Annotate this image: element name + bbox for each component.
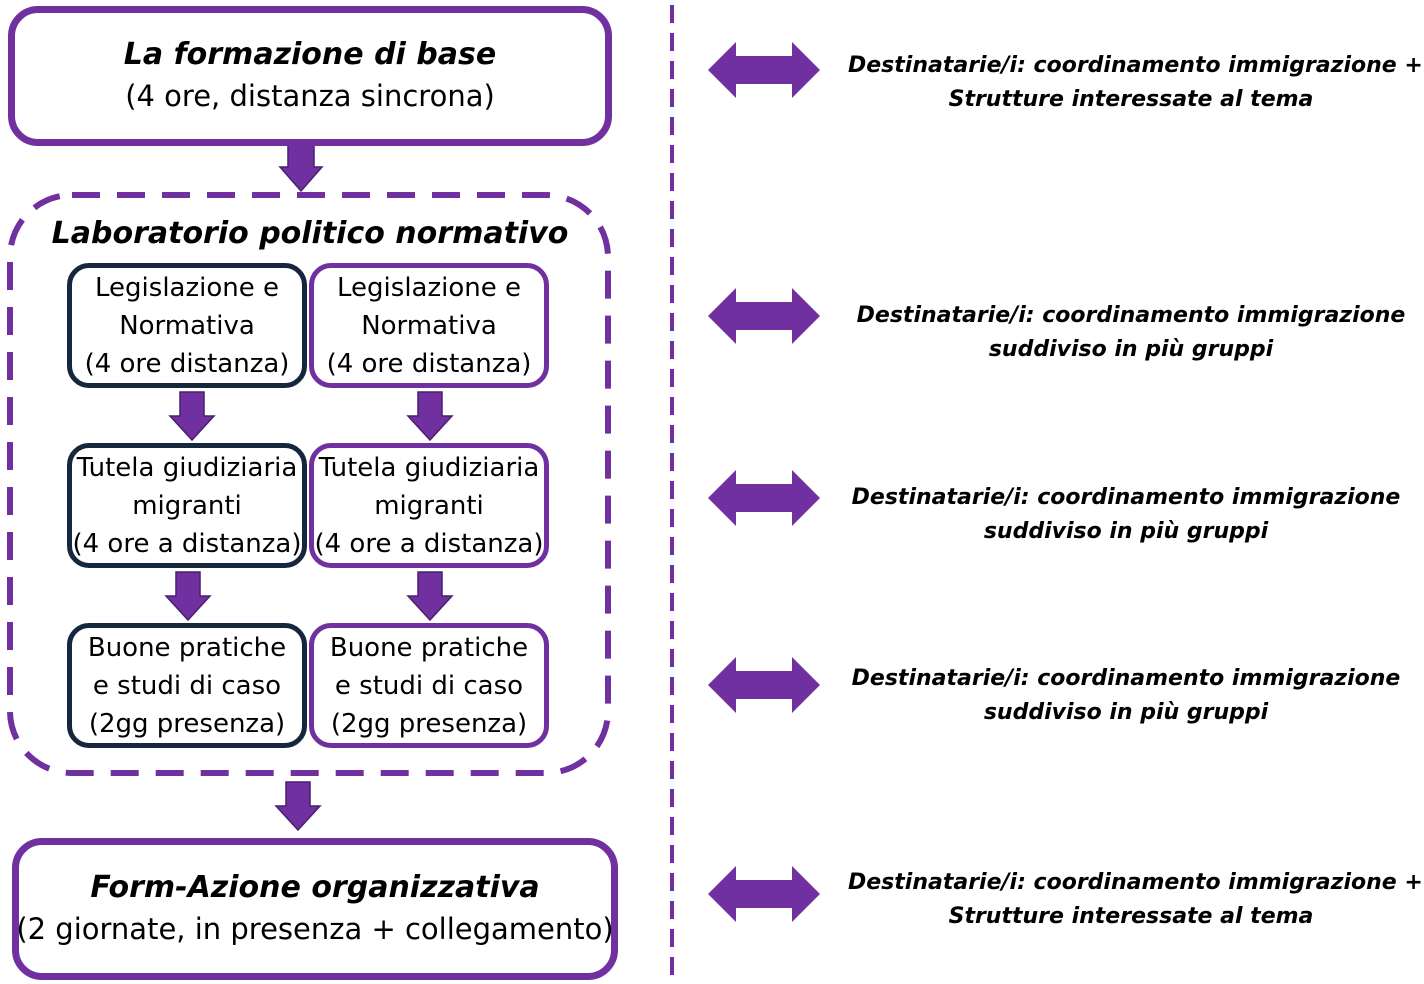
form-azione-box: Form-Azione organizzativa (2 giornate, i… <box>12 838 618 980</box>
recipient-note: Destinatarie/i: coordinamento immigrazio… <box>848 662 1404 730</box>
box-line: (2gg presenza) <box>88 708 286 739</box>
recipient-note: Destinatarie/i: coordinamento immigrazio… <box>848 481 1404 549</box>
lab-right-judicial-box: Tutela giudiziaria migranti (4 ore a dis… <box>309 443 549 568</box>
box-line: e studi di caso <box>92 670 282 701</box>
recipient-line: Strutture interessate al tema <box>948 87 1314 112</box>
arrow-down-icon <box>164 571 212 622</box>
arrow-down-icon <box>278 144 324 193</box>
box-line: Tutela giudiziaria <box>76 452 298 483</box>
box-line: (4 ore distanza) <box>326 348 532 379</box>
recipient-line: Destinatarie/i: coordinamento immigrazio… <box>848 870 1423 895</box>
box-line: (4 ore distanza) <box>84 348 290 379</box>
recipient-line: Destinatarie/i: coordinamento immigrazio… <box>851 485 1401 510</box>
double-arrow-icon <box>708 657 820 713</box>
arrow-down-icon <box>274 781 322 832</box>
lab-left-legislation-box: Legislazione e Normativa (4 ore distanza… <box>67 263 307 388</box>
arrow-down-icon <box>406 391 454 442</box>
recipient-note: Destinatarie/i: coordinamento immigrazio… <box>848 866 1423 934</box>
box-line: Legislazione e <box>95 272 279 303</box>
lab-right-practices-box: Buone pratiche e studi di caso (2gg pres… <box>309 623 549 748</box>
recipient-line: suddiviso in più gruppi <box>983 519 1269 544</box>
box-line: (4 ore a distanza) <box>72 528 302 559</box>
box-line: (2gg presenza) <box>330 708 528 739</box>
box-line: Legislazione e <box>337 272 521 303</box>
double-arrow-icon <box>708 42 820 98</box>
box-line: migranti <box>132 490 242 521</box>
box-line: Normativa <box>361 310 497 341</box>
box-line: Buone pratiche <box>87 632 287 663</box>
recipient-note: Destinatarie/i: coordinamento immigrazio… <box>848 299 1414 367</box>
lab-dashed-container <box>7 192 611 776</box>
base-training-title: La formazione di base <box>123 37 497 73</box>
double-arrow-icon <box>708 288 820 344</box>
recipient-line: Destinatarie/i: coordinamento immigrazio… <box>856 303 1406 328</box>
recipient-line: Destinatarie/i: coordinamento immigrazio… <box>848 53 1423 78</box>
arrow-down-icon <box>168 391 216 442</box>
box-line: (4 ore a distanza) <box>314 528 544 559</box>
base-training-box: La formazione di base (4 ore, distanza s… <box>8 6 612 146</box>
recipient-note: Destinatarie/i: coordinamento immigrazio… <box>848 49 1423 117</box>
form-azione-title: Form-Azione organizzativa <box>90 870 540 906</box>
recipient-line: suddiviso in più gruppi <box>988 337 1274 362</box>
box-line: Normativa <box>119 310 255 341</box>
recipient-line: suddiviso in più gruppi <box>983 700 1269 725</box>
lab-left-judicial-box: Tutela giudiziaria migranti (4 ore a dis… <box>67 443 307 568</box>
arrow-down-icon <box>406 571 454 622</box>
recipient-line: Destinatarie/i: coordinamento immigrazio… <box>851 666 1401 691</box>
base-training-subtitle: (4 ore, distanza sincrona) <box>125 78 495 113</box>
recipient-line: Strutture interessate al tema <box>948 904 1314 929</box>
lab-left-practices-box: Buone pratiche e studi di caso (2gg pres… <box>67 623 307 748</box>
box-line: e studi di caso <box>334 670 524 701</box>
box-line: Tutela giudiziaria <box>318 452 540 483</box>
box-line: migranti <box>374 490 484 521</box>
double-arrow-icon <box>708 470 820 526</box>
form-azione-subtitle: (2 giornate, in presenza + collegamento) <box>16 911 614 946</box>
double-arrow-icon <box>708 866 820 922</box>
lab-title: Laboratorio politico normativo <box>51 216 569 251</box>
box-line: Buone pratiche <box>329 632 529 663</box>
lab-right-legislation-box: Legislazione e Normativa (4 ore distanza… <box>309 263 549 388</box>
